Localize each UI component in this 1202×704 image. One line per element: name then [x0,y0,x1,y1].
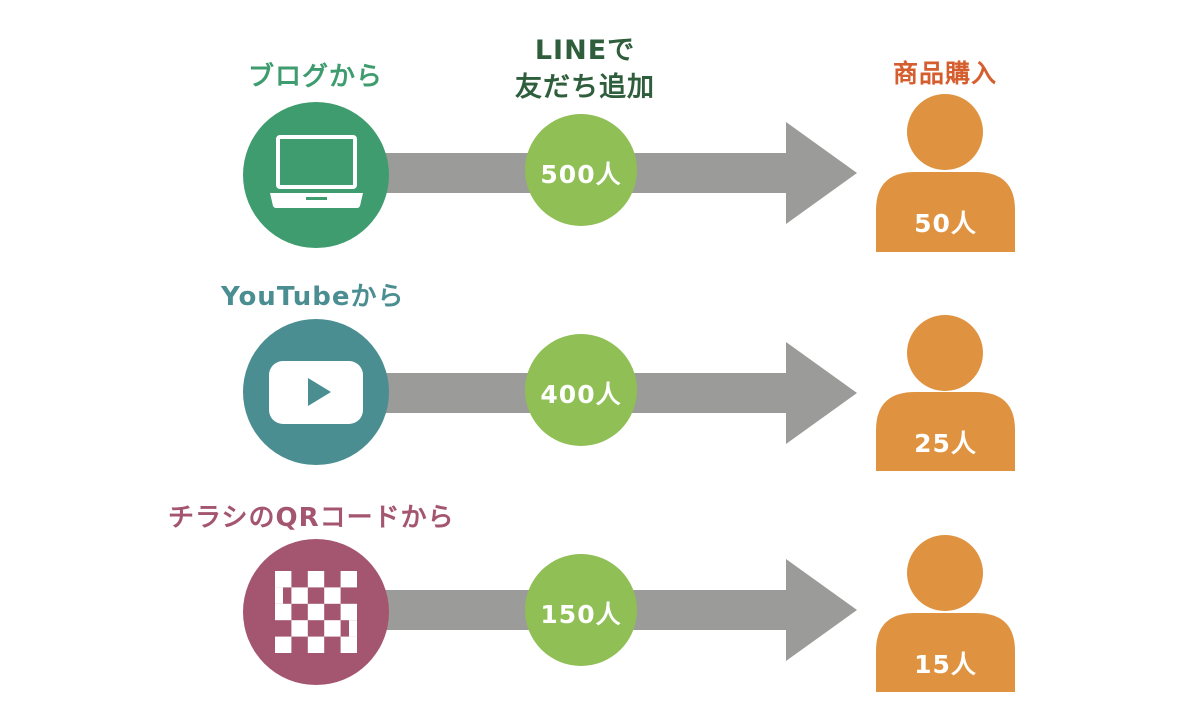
line-header-line2: 友だち追加 [515,72,655,103]
line-friend-header: LINEで 友だち追加 [470,32,700,106]
person-icon-blog [876,94,1015,252]
source-circle-blog [243,102,389,248]
play-button-icon [269,361,363,424]
person-icon-youtube [876,315,1015,471]
source-label-blog: ブログから [248,62,384,92]
purchase-header: 商品購入 [892,59,997,88]
source-label-qr: チラシのQRコードから [168,503,455,533]
line-circle-youtube [525,334,637,446]
qr-code-icon [275,571,357,653]
purchase-count-qr: 15人 [914,650,977,679]
flow-row-blog [243,94,1015,252]
purchase-count-youtube: 25人 [914,429,977,458]
purchase-count-blog: 50人 [914,209,977,238]
source-label-youtube: YouTubeから [221,282,405,312]
line-count-qr: 150人 [540,600,622,629]
line-circle-blog [525,114,637,226]
person-icon-qr [876,535,1015,692]
line-count-blog: 500人 [540,160,622,189]
laptop-icon [270,135,363,208]
line-header-line1: LINEで [534,35,636,66]
line-count-youtube: 400人 [540,380,622,409]
flow-row-youtube [243,315,1015,471]
flow-row-qr [243,535,1015,692]
line-circle-qr [525,554,637,666]
